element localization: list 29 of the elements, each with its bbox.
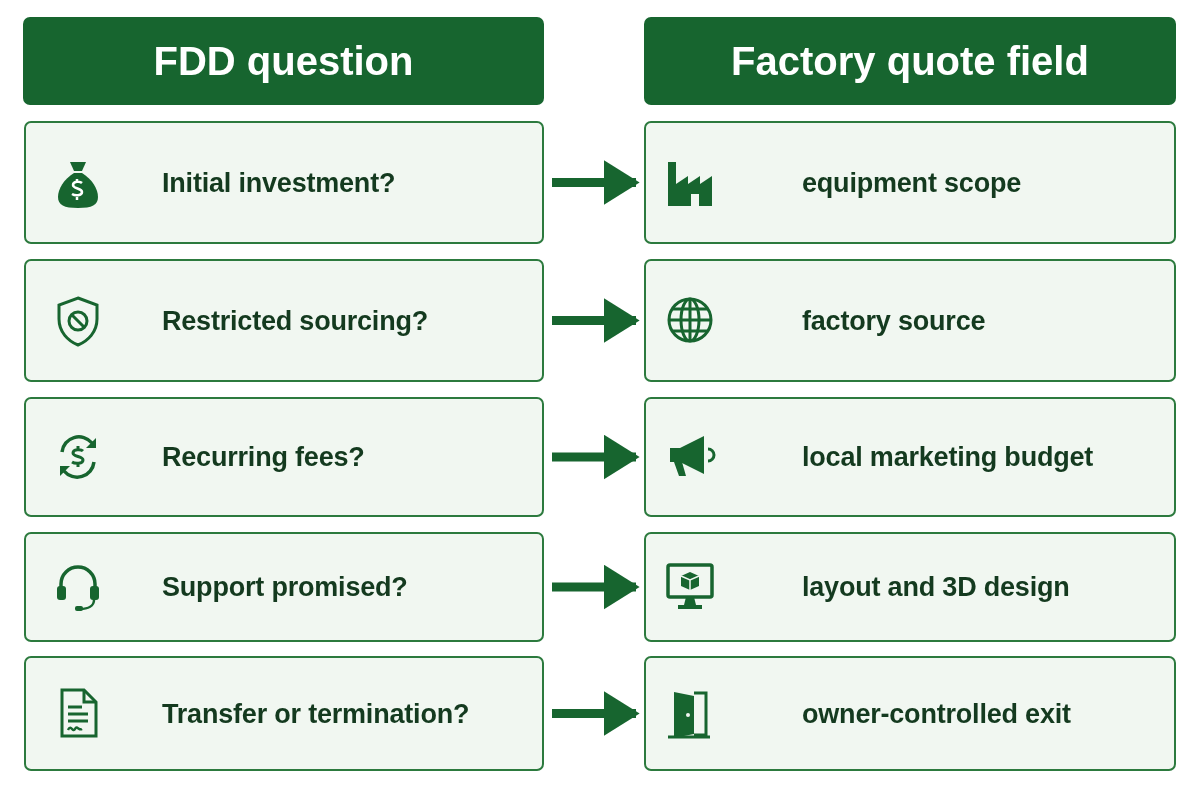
column-heading: FDD question [153,38,414,84]
arrow [552,564,640,610]
row-box [24,397,544,517]
row-text: Recurring fees? [162,441,365,473]
row-text: Restricted sourcing? [162,305,429,336]
row-text: Support promised? [162,571,408,603]
row-text: factory source [802,305,986,336]
row-box [644,532,1176,642]
arrow [552,160,640,205]
row-box [24,259,544,382]
row-text: layout and 3D design [802,571,1070,603]
row-box [644,656,1176,771]
row-text: Initial investment? [162,167,396,198]
row-text: equipment scope [802,167,1022,198]
arrow [552,691,640,736]
row-box [644,121,1176,244]
row-text: Transfer or termination? [162,698,470,729]
row-box [24,532,544,642]
header-bar [644,17,1176,105]
row-text: local marketing budget [802,441,1094,473]
row-box [644,259,1176,382]
row-box [24,656,544,771]
row-text: owner-controlled exit [802,698,1071,729]
arrow [552,434,640,480]
row-box [644,397,1176,517]
row-box [24,121,544,244]
arrow [552,298,640,343]
column-heading: Factory quote field [731,38,1089,84]
header-bar [23,17,544,105]
